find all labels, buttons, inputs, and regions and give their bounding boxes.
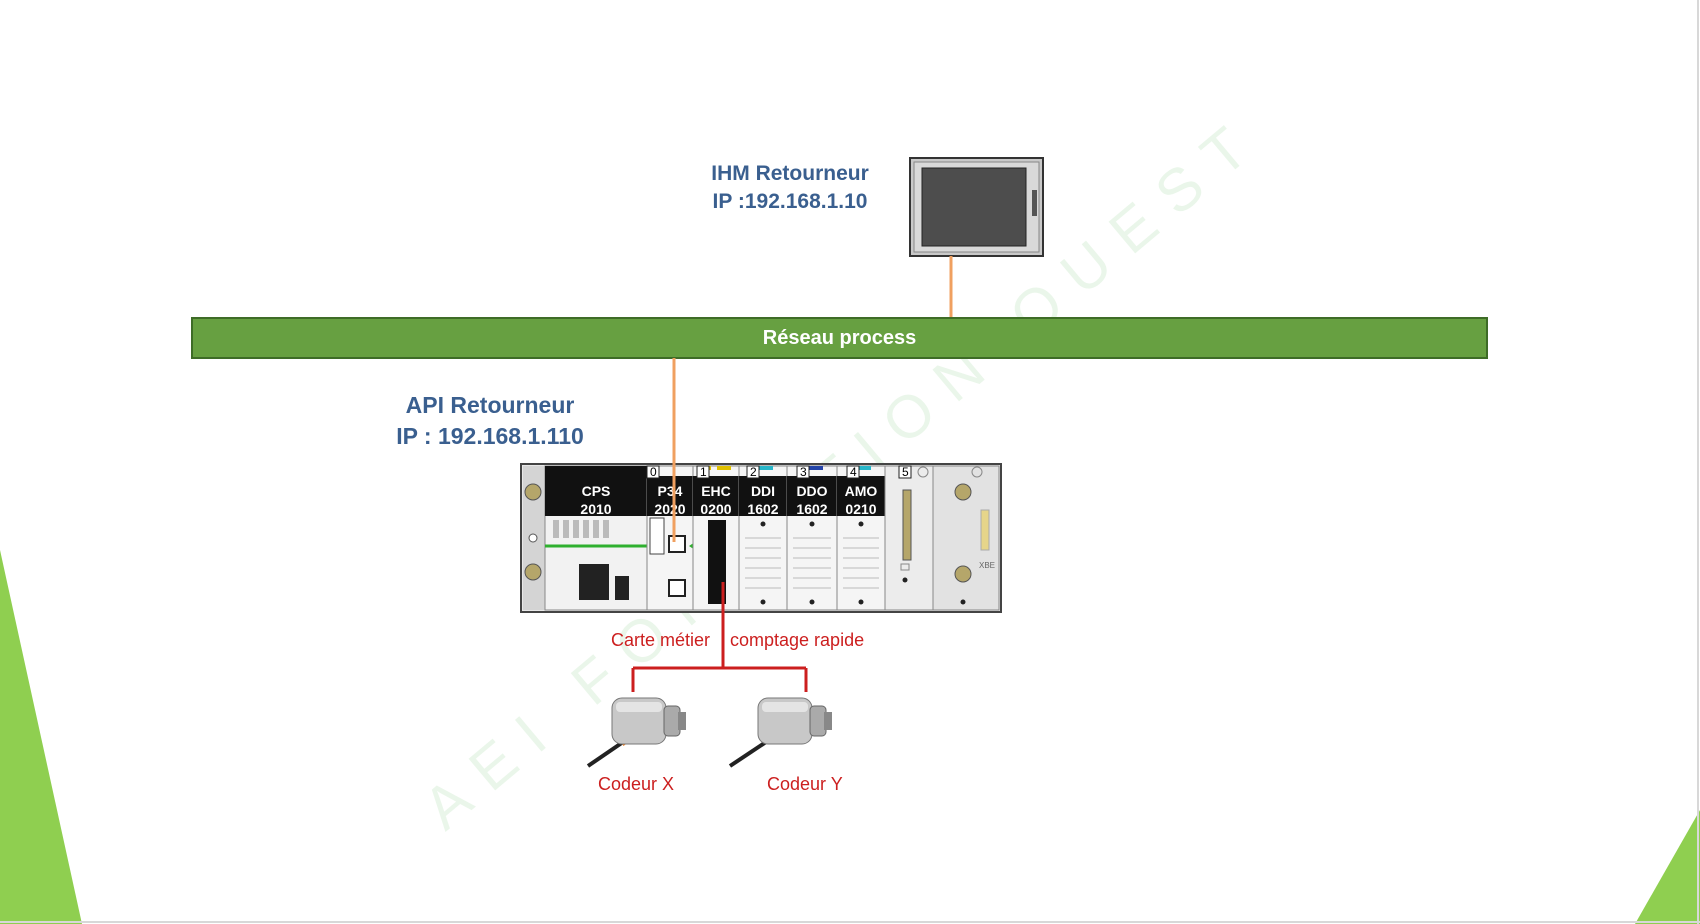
slot-number-2: 2 — [750, 465, 757, 479]
encoder-wiring — [631, 582, 808, 692]
ddi-label-line1: DDI — [751, 483, 775, 499]
hmi-title: IHM Retourneur — [711, 162, 869, 185]
module-amo — [836, 465, 886, 611]
slot-number-1: 1 — [700, 465, 707, 479]
rack-end — [932, 465, 1000, 611]
amo-label-line2: 0210 — [845, 501, 876, 517]
cps-label-line1: CPS — [582, 483, 611, 499]
process-network-bus: Réseau process — [191, 317, 1488, 359]
cps-label-line2: 2010 — [580, 501, 611, 517]
slot-number-3: 3 — [800, 465, 807, 479]
encoder-x — [586, 697, 686, 768]
module-p34 — [646, 465, 695, 611]
ehc-label-line2: 0200 — [700, 501, 731, 517]
ddo-label-line1: DDO — [796, 483, 827, 499]
slot-number-0: 0 — [650, 465, 657, 479]
hmi-ethernet-cable — [949, 256, 953, 320]
hmi-label: IHM Retourneur IP :192.168.1.10 — [690, 160, 890, 216]
encoder-x-label: Codeur X — [598, 774, 675, 794]
api-ip: IP : 192.168.1.110 — [396, 423, 584, 449]
amo-label-line1: AMO — [845, 483, 878, 499]
slot-number-4: 4 — [850, 465, 857, 479]
api-ethernet-cable — [672, 358, 676, 542]
ddi-label-line2: 1602 — [747, 501, 778, 517]
network-label: Réseau process — [762, 326, 917, 349]
p34-label-line1: P34 — [658, 483, 683, 499]
module-slot5 — [884, 465, 934, 611]
hmi-ip: IP :192.168.1.10 — [712, 190, 868, 213]
module-labels: CPS 2010 P34 2020 EHC 0200 DDI 1602 DDO … — [580, 483, 877, 517]
slot-numbers: 0 1 2 3 4 5 — [646, 465, 912, 479]
card-label-right: comptage rapide — [730, 630, 865, 650]
plc-rack: 0 1 2 3 4 5 CPS 2010 P34 2020 EHC 0200 D… — [520, 463, 1002, 613]
module-ddo — [786, 465, 838, 611]
api-label: API Retourneur IP : 192.168.1.110 — [380, 390, 600, 452]
module-cps — [544, 465, 648, 611]
slot-number-5: 5 — [902, 465, 909, 479]
p34-label-line2: 2020 — [654, 501, 685, 517]
encoder-y — [728, 697, 832, 768]
encoder-y-label: Codeur Y — [767, 774, 843, 794]
api-title: API Retourneur — [405, 392, 575, 418]
ddo-label-line2: 1602 — [796, 501, 827, 517]
card-label-left: Carte métier — [611, 630, 711, 650]
ehc-label-line1: EHC — [701, 483, 731, 499]
module-ddi — [738, 465, 788, 611]
hmi-device — [909, 157, 1044, 257]
rack-side-mark: XBE — [979, 561, 995, 570]
